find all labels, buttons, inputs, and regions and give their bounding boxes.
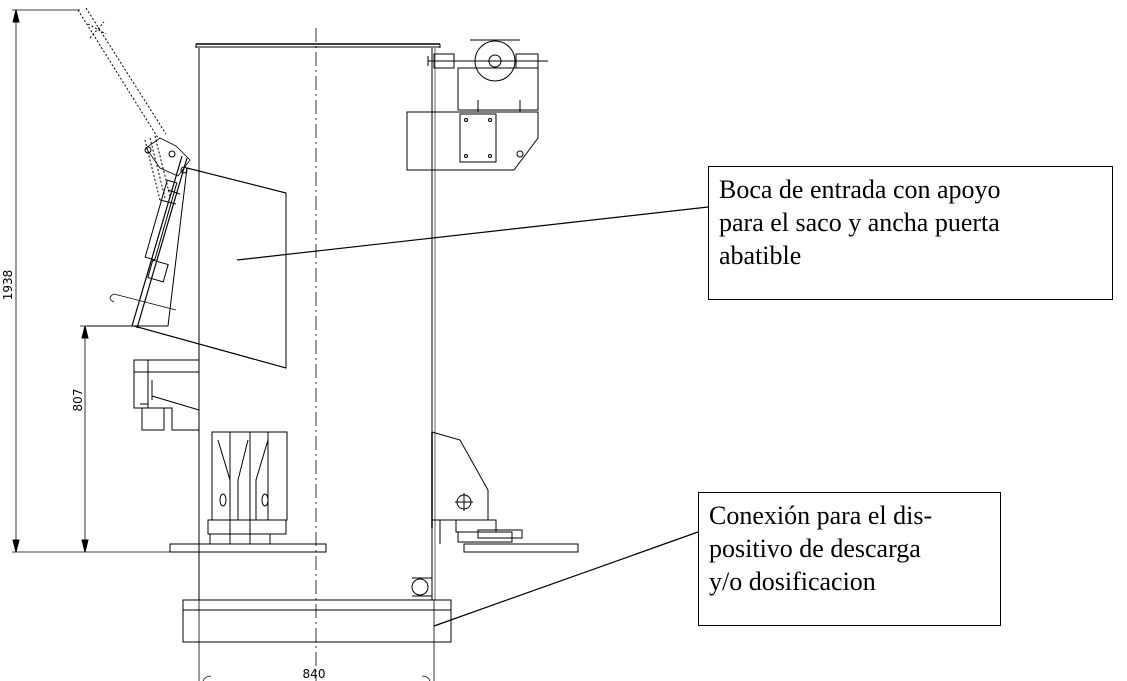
inlet-mouth — [87, 167, 287, 369]
door-actuator — [131, 137, 191, 329]
callout-inlet-line-2: para el saco y ancha puerta — [719, 208, 1000, 237]
vibrator-motor — [406, 39, 548, 171]
leader-line-inlet — [236, 206, 709, 261]
dimension-label-height-total: 1938 — [1, 270, 15, 301]
dimension-label-width: 840 — [303, 667, 326, 681]
dimension-inlet-height: 807 — [71, 325, 135, 553]
left-load-support — [169, 431, 327, 553]
right-load-support — [431, 431, 579, 553]
discharge-connection — [182, 599, 452, 643]
dimension-width: 840 — [198, 600, 435, 681]
callout-discharge: Conexión para el dis- positivo de descar… — [698, 492, 1001, 626]
callout-inlet-line-3: abatible — [719, 241, 802, 270]
callout-inlet-line-1: Boca de entrada con apoyo — [719, 175, 1001, 204]
hopper-rim — [195, 43, 441, 48]
leader-line-discharge — [433, 531, 699, 627]
callout-discharge-line-1: Conexión para el dis- — [709, 501, 933, 530]
hopper-body — [198, 48, 436, 600]
callout-inlet: Boca de entrada con apoyo para el saco y… — [708, 166, 1113, 300]
inlet-bracket — [133, 359, 200, 431]
door-open-position — [77, 7, 171, 201]
dimension-height-total: 1938 — [1, 9, 175, 553]
side-pipe — [411, 577, 432, 597]
callout-discharge-line-2: positivo de descarga — [709, 534, 921, 563]
dimension-label-inlet-height: 807 — [71, 389, 85, 412]
callout-discharge-line-3: y/o dosificacion — [709, 567, 876, 596]
